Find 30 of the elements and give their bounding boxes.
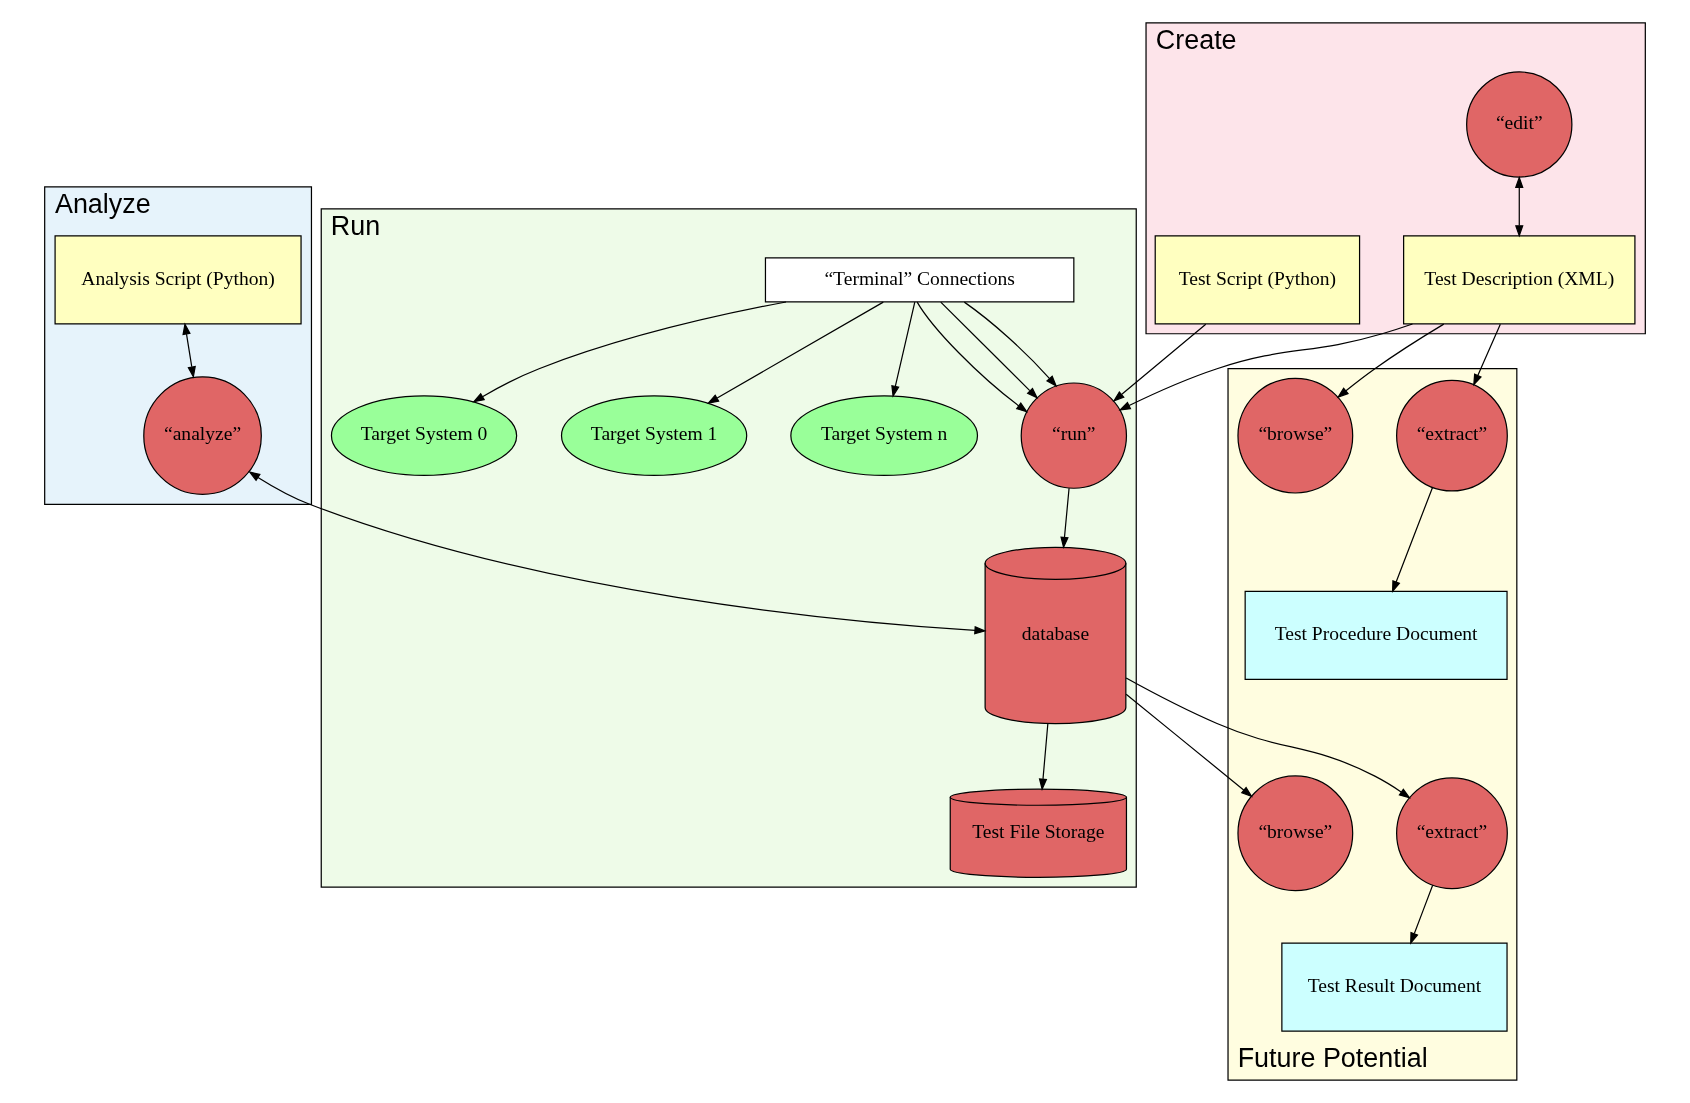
arrow [1515, 175, 1524, 238]
arrow [472, 301, 787, 403]
node-circle: “browse” [1237, 377, 1354, 494]
node-box: “Terminal” Connections [764, 257, 1075, 303]
node-ellipse: Target System n [790, 395, 979, 476]
arrow [1125, 693, 1253, 798]
arrow [1336, 323, 1445, 399]
node-box: Analysis Script (Python) [54, 235, 302, 325]
arrow [1125, 677, 1411, 799]
arrow [182, 322, 196, 379]
arrow [963, 301, 1058, 388]
arrow [706, 301, 884, 404]
arrow [1060, 487, 1070, 550]
arrow [916, 301, 1029, 413]
node-circle: “edit” [1466, 71, 1573, 178]
arrow [1473, 323, 1501, 387]
arrow [1038, 723, 1049, 791]
node-box: Test Script (Python) [1154, 235, 1361, 325]
node-box: Test Description (XML) [1403, 235, 1636, 325]
arrow [891, 301, 916, 398]
node-circle: “extract” [1396, 379, 1508, 492]
arrow [1410, 884, 1434, 945]
arrow [1112, 323, 1207, 403]
node-box: Test Procedure Document [1244, 590, 1508, 681]
arrow [1118, 323, 1414, 411]
arrow [1391, 487, 1434, 593]
node-box: Test Result Document [1281, 942, 1508, 1032]
arrow [248, 471, 987, 635]
node-ellipse: Target System 0 [330, 395, 518, 476]
arrow [940, 301, 1039, 400]
